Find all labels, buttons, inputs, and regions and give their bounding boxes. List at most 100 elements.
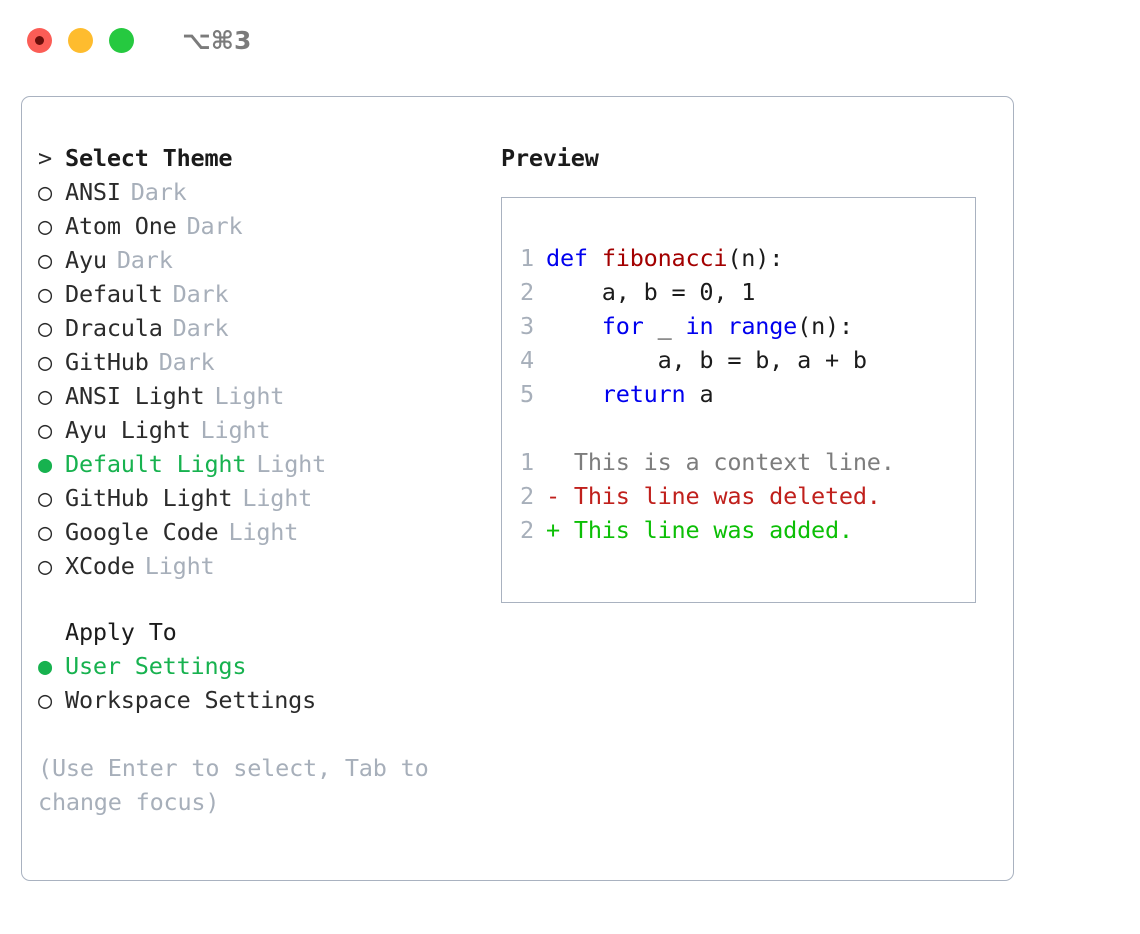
- theme-option-label: GitHub: [65, 348, 149, 376]
- theme-option-variant-badge: Light: [200, 416, 271, 444]
- apply-to-heading-indent: [38, 615, 65, 649]
- code-line: 3 for _ in range(n):: [502, 309, 975, 343]
- apply-to-option-workspace-settings[interactable]: ○ Workspace Settings: [38, 683, 498, 717]
- theme-option-label: Default: [65, 280, 163, 308]
- code-token: def: [546, 244, 588, 272]
- theme-option-atom-one[interactable]: ○ Atom One Dark: [38, 209, 498, 243]
- radio-unselected-icon: ○: [38, 314, 52, 342]
- diff-line-text-del: - This line was deleted.: [546, 482, 881, 510]
- theme-option-dracula[interactable]: ○ Dracula Dark: [38, 311, 498, 345]
- line-number: 1: [520, 244, 534, 272]
- code-line: 4 a, b = b, a + b: [502, 343, 975, 377]
- line-number: 5: [520, 380, 534, 408]
- record-indicator-icon: [35, 35, 44, 45]
- diff-line: 2 + This line was added.: [502, 513, 975, 547]
- theme-option-label: Ayu Light: [65, 416, 191, 444]
- radio-unselected-icon: ○: [38, 484, 52, 512]
- code-line-text: a, b = 0, 1: [546, 275, 756, 309]
- code-token: [546, 312, 602, 340]
- radio-unselected-icon: ○: [38, 552, 52, 580]
- diff-sample: 1 This is a context line.2- This line wa…: [502, 445, 975, 547]
- theme-option-label: Google Code: [65, 518, 219, 546]
- code-token: [713, 312, 727, 340]
- apply-to-heading: Apply To: [65, 618, 177, 646]
- code-token: fibonacci: [601, 244, 728, 272]
- radio-selected-icon: ●: [38, 450, 52, 478]
- code-line: 2 a, b = 0, 1: [502, 275, 975, 309]
- theme-picker-heading: > Select Theme: [38, 141, 498, 175]
- prompt-caret-icon: >: [38, 144, 52, 172]
- theme-option-github-light[interactable]: ○ GitHub Light Light: [38, 481, 498, 515]
- line-number: 4: [520, 346, 534, 374]
- apply-to-heading-row: Apply To: [38, 615, 498, 649]
- traffic-light-buttons: [27, 27, 134, 53]
- code-line-text: a, b = b, a + b: [546, 343, 867, 377]
- diff-line-text-add: + This line was added.: [546, 516, 853, 544]
- theme-option-variant-badge: Dark: [186, 212, 243, 240]
- diff-line-text-ctx: This is a context line.: [546, 448, 895, 476]
- preview-title: Preview: [501, 144, 599, 172]
- code-token: a, b = b, a + b: [546, 346, 867, 374]
- code-diff-separator: [502, 411, 975, 445]
- zoom-button[interactable]: [109, 27, 134, 53]
- code-line-text: for _ in range(n):: [546, 309, 853, 343]
- minimize-button[interactable]: [68, 27, 93, 53]
- theme-option-variant-badge: Light: [242, 484, 313, 512]
- theme-option-default[interactable]: ○ Default Dark: [38, 277, 498, 311]
- radio-unselected-icon: ○: [38, 382, 52, 410]
- theme-option-variant-badge: Dark: [172, 280, 229, 308]
- apply-to-option-label: User Settings: [65, 652, 247, 680]
- code-token: a: [685, 380, 714, 408]
- line-number: 2: [520, 516, 534, 544]
- theme-option-google-code[interactable]: ○ Google Code Light: [38, 515, 498, 549]
- theme-option-label: Ayu: [65, 246, 107, 274]
- theme-option-variant-badge: Light: [144, 552, 215, 580]
- radio-unselected-icon: ○: [38, 280, 52, 308]
- code-line-text: return a: [546, 377, 714, 411]
- theme-option-label: XCode: [65, 552, 135, 580]
- code-line: 5 return a: [502, 377, 975, 411]
- code-token: in: [685, 312, 714, 340]
- code-token: range: [727, 312, 798, 340]
- theme-option-label: Atom One: [65, 212, 177, 240]
- diff-line: 2- This line was deleted.: [502, 479, 975, 513]
- line-number: 1: [520, 448, 534, 476]
- diff-line: 1 This is a context line.: [502, 445, 975, 479]
- code-token: (n):: [797, 312, 853, 340]
- code-token: return: [601, 380, 686, 408]
- code-token: [588, 244, 602, 272]
- radio-unselected-icon: ○: [38, 212, 52, 240]
- apply-to-option-user-settings[interactable]: ●User Settings: [38, 649, 498, 683]
- theme-option-label: Dracula: [65, 314, 163, 342]
- title-bar: ⌥⌘3: [0, 0, 1140, 80]
- theme-option-variant-badge: Dark: [130, 178, 187, 206]
- theme-option-variant-badge: Dark: [158, 348, 215, 376]
- radio-unselected-icon: ○: [38, 178, 52, 206]
- theme-option-label: GitHub Light: [65, 484, 233, 512]
- theme-option-label: Default Light: [65, 450, 247, 478]
- theme-option-variant-badge: Dark: [172, 314, 229, 342]
- code-token: _: [643, 312, 686, 340]
- theme-option-variant-badge: Light: [228, 518, 299, 546]
- apply-to-option-label: Workspace Settings: [65, 686, 317, 714]
- code-line-text: def fibonacci(n):: [546, 241, 783, 275]
- radio-unselected-icon: ○: [38, 518, 52, 546]
- section-spacer: [38, 583, 498, 615]
- radio-unselected-icon: ○: [38, 246, 52, 274]
- close-button[interactable]: [27, 27, 52, 53]
- page-title: Select Theme: [65, 144, 233, 172]
- theme-option-xcode[interactable]: ○ XCode Light: [38, 549, 498, 583]
- radio-unselected-icon: ○: [38, 686, 52, 714]
